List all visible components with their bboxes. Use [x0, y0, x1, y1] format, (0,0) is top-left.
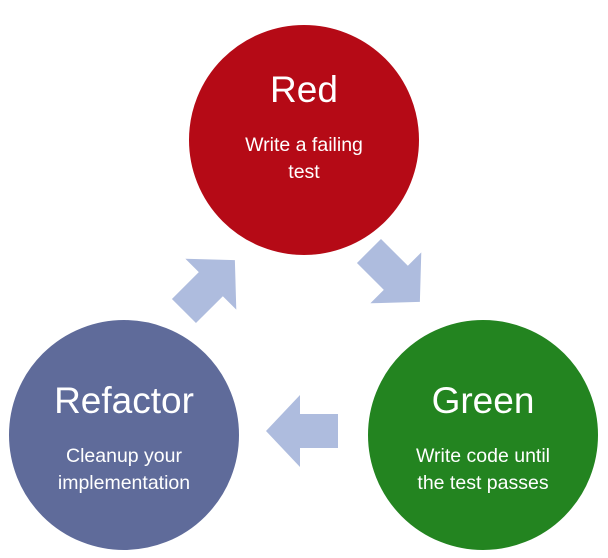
- node-red-circle: [187, 23, 421, 257]
- node-red-title: Red: [270, 69, 338, 110]
- node-refactor-circle: [7, 318, 241, 552]
- node-refactor-desc-line2: implementation: [58, 472, 190, 494]
- node-refactor-title: Refactor: [54, 380, 194, 421]
- node-red-desc-line2: test: [288, 161, 320, 183]
- node-green-desc-line2: the test passes: [417, 472, 548, 494]
- arrow-left-icon: [266, 395, 338, 467]
- node-green-title: Green: [432, 380, 535, 421]
- arrow-up-right-icon: [171, 258, 237, 324]
- node-red-desc-line1: Write a failing: [245, 134, 363, 156]
- arrow-red-to-green: [356, 238, 422, 304]
- node-refactor: Refactor Cleanup your implementation: [7, 318, 241, 552]
- node-red: Red Write a failing test: [187, 23, 421, 257]
- node-green: Green Write code until the test passes: [366, 318, 600, 552]
- arrow-green-to-refactor: [266, 395, 338, 467]
- arrow-right-icon: [356, 238, 422, 304]
- node-refactor-desc-line1: Cleanup your: [66, 445, 182, 467]
- node-green-circle: [366, 318, 600, 552]
- arrow-refactor-to-red: [171, 258, 237, 324]
- node-green-desc-line1: Write code until: [416, 445, 550, 467]
